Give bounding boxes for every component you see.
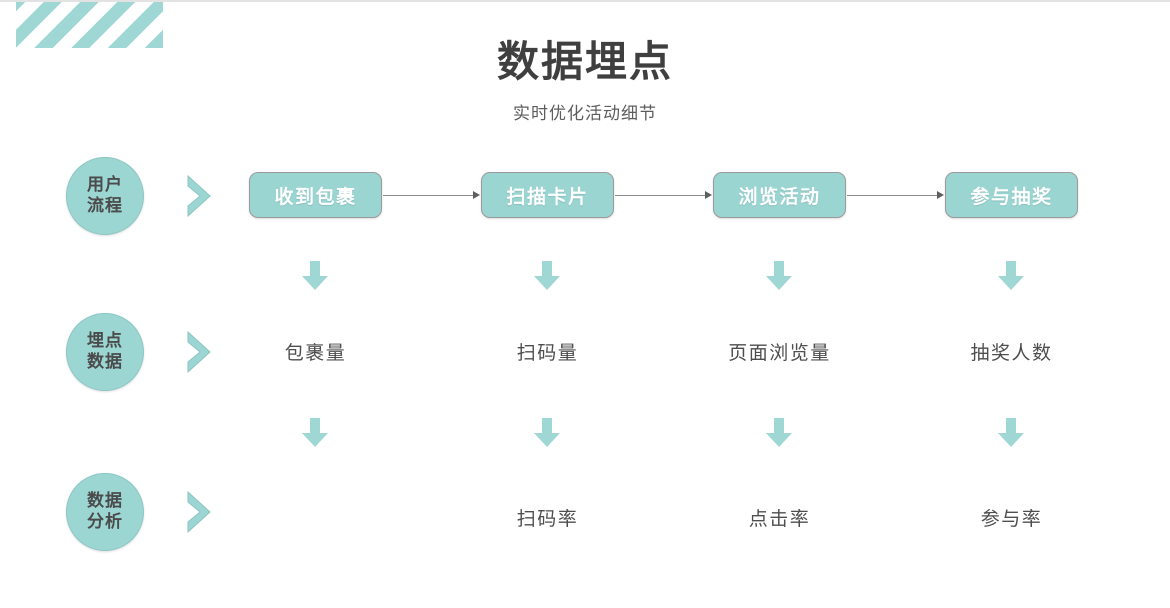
arrow-down-icon [997, 418, 1025, 448]
metric-label-2: 扫码量 [516, 342, 579, 364]
process-step-2[interactable]: 扫描卡片 [481, 172, 614, 218]
top-divider [0, 0, 1170, 2]
row-badge-data-analysis[interactable]: 数据 分析 [66, 473, 144, 551]
metric-label-3: 页面浏览量 [728, 342, 831, 364]
process-step-1[interactable]: 收到包裹 [249, 172, 382, 218]
metric-label-1: 包裹量 [284, 342, 347, 364]
row-badge-line2: 数据 [87, 352, 123, 371]
arrow-right-icon [847, 190, 944, 200]
rate-label-2: 扫码率 [516, 508, 579, 530]
arrow-right-icon [383, 190, 480, 200]
process-step-4[interactable]: 参与抽奖 [945, 172, 1078, 218]
row-badge-tracking-data[interactable]: 埋点 数据 [66, 313, 144, 391]
arrow-down-icon [765, 261, 793, 291]
page-subtitle: 实时优化活动细节 [513, 103, 657, 123]
arrow-down-icon [765, 418, 793, 448]
chevron-right-icon [184, 490, 214, 534]
row-badge-line1: 数据 [87, 491, 123, 511]
row-badge-line1: 用户 [87, 175, 123, 195]
arrow-down-icon [301, 261, 329, 291]
row-badge-line1: 埋点 [87, 331, 123, 351]
rate-label-3: 点击率 [748, 508, 811, 530]
chevron-right-icon [184, 174, 214, 218]
page-title: 数据埋点 [496, 38, 673, 85]
rate-label-1 [249, 503, 382, 531]
rate-label-4: 参与率 [980, 508, 1043, 530]
arrow-down-icon [997, 261, 1025, 291]
row-badge-user-flow[interactable]: 用户 流程 [66, 157, 144, 235]
arrow-down-icon [533, 418, 561, 448]
process-step-3[interactable]: 浏览活动 [713, 172, 846, 218]
metric-label-4: 抽奖人数 [970, 342, 1053, 364]
arrow-down-icon [301, 418, 329, 448]
chevron-right-icon [184, 330, 214, 374]
diagonal-stripe-decoration [16, 2, 163, 48]
row-badge-line2: 分析 [87, 512, 123, 531]
header: 数据埋点 实时优化活动细节 [0, 36, 1170, 124]
arrow-down-icon [533, 261, 561, 291]
row-badge-line2: 流程 [87, 196, 123, 215]
arrow-right-icon [615, 190, 712, 200]
